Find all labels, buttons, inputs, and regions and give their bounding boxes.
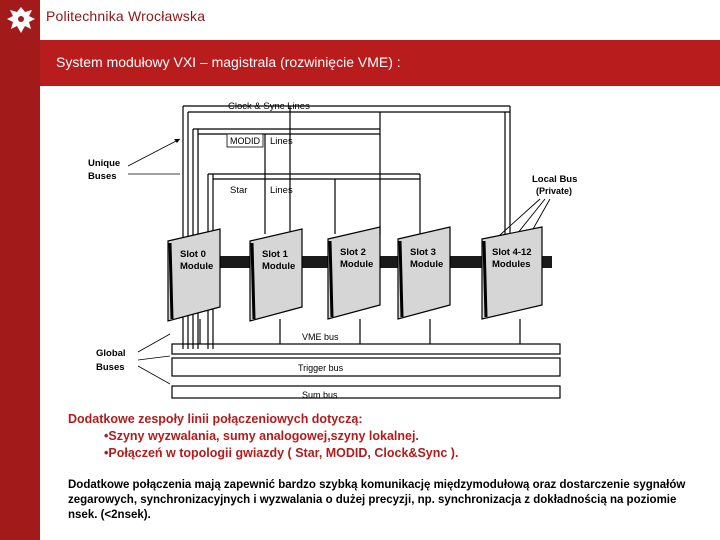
slot-4-12-modules: Modules [492,259,531,270]
red-summary-text: Dodatkowe zespoły linii połączeniowych d… [68,411,458,462]
star-lines-label: Lines [270,185,293,196]
unique-buses-label-2: Buses [88,171,117,182]
modid-lines-label: Lines [270,136,293,147]
slot-2-module: Module [340,259,373,270]
description-paragraph: Dodatkowe połączenia mają zapewnić bardz… [68,479,686,521]
slot-0-label: Slot 0 [180,249,206,260]
sum-bus-label: Sum bus [302,390,338,400]
global-bus-lines [171,319,561,399]
vxi-bus-diagram: Clock & Sync Lines MODID Lines Star Line… [88,101,577,400]
global-buses-label: Global [96,348,126,359]
local-bus-label: Local Bus [532,174,577,185]
slot-2-label: Slot 2 [340,247,366,258]
university-name: Politechnika Wrocławska [46,8,206,24]
trigger-bus-label: Trigger bus [298,363,344,373]
slot-1-module: Module [262,261,295,272]
bullet-2: •Połączeń w topologii gwiazdy ( Star, MO… [104,446,459,460]
slot-3-label: Slot 3 [410,247,436,258]
slot-modules: Slot 0 Module Slot 1 Module Slot 2 Modul… [167,226,543,322]
clock-sync-label: Clock & Sync Lines [228,101,310,112]
brand-sidebar [0,0,40,540]
slot-1-label: Slot 1 [262,249,289,260]
local-bus-private-label: (Private) [536,186,572,196]
modid-label: MODID [230,136,260,146]
red-heading: Dodatkowe zespoły linii połączeniowych d… [68,412,363,426]
star-label: Star [230,185,247,196]
global-buses-label-2: Buses [96,362,125,373]
vme-bus-label: VME bus [302,332,339,342]
slot-4-12-label: Slot 4-12 [492,247,532,258]
slot-0-module: Module [180,261,213,272]
slide-title-bar: System modułowy VXI – magistrala (rozwin… [40,40,720,86]
bullet-1: •Szyny wyzwalania, sumy analogowej,szyny… [104,429,419,443]
slide-title: System modułowy VXI – magistrala (rozwin… [56,54,401,70]
university-eagle-logo-icon [4,3,38,37]
unique-buses-label: Unique [88,158,120,169]
slot-3-module: Module [410,259,443,270]
